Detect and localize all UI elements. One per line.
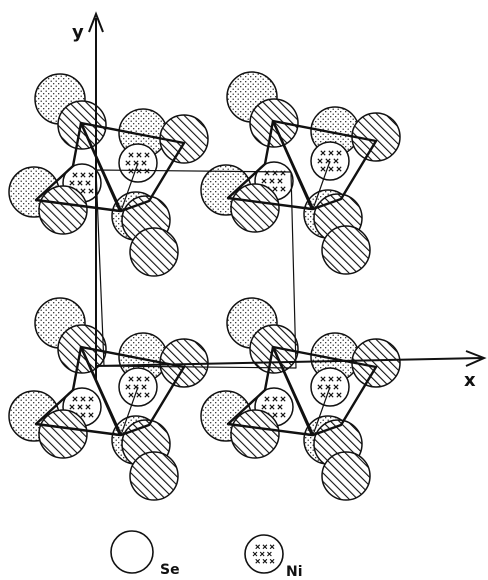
atom-cluster (200, 71, 401, 275)
coordinate-axes (88, 11, 487, 380)
y-axis-arrowhead (88, 11, 104, 33)
hatched-atom (230, 183, 280, 233)
ni-crosses (125, 376, 150, 398)
ni-crosses (317, 376, 342, 398)
legend-ni-label: Ni (286, 564, 303, 580)
legend-se-label: Se (160, 562, 180, 578)
bond-line (312, 160, 331, 210)
unit-cell (95, 169, 297, 369)
y-axis-label: y (72, 22, 84, 43)
hatched-atom (321, 225, 371, 275)
ni-crosses (252, 544, 275, 564)
x-axis-label: x (464, 370, 476, 391)
hatched-atom (230, 409, 280, 459)
legend: Se Ni (110, 530, 303, 580)
hatched-atom (129, 227, 179, 277)
legend-se-symbol (110, 530, 154, 574)
ni-crosses (317, 150, 342, 172)
atom-cluster (8, 297, 209, 501)
atom-cluster (200, 297, 401, 501)
bond-line (72, 122, 82, 167)
atom-cluster (8, 73, 209, 277)
bond-line (264, 346, 274, 391)
bond-line (312, 386, 331, 436)
atom-layer (8, 71, 401, 501)
x-axis-arrowhead (465, 350, 487, 367)
hatched-atom (321, 451, 371, 501)
legend-ni-symbol (244, 534, 284, 574)
unit-cell-outline (95, 169, 297, 369)
hatched-atom (38, 185, 88, 235)
hatched-atom (129, 451, 179, 501)
bond-line (72, 346, 82, 391)
bond-line (264, 120, 274, 165)
bond-line (120, 386, 139, 436)
ni-crosses (252, 544, 275, 564)
hatched-atom (38, 409, 88, 459)
x-axis (95, 357, 483, 367)
